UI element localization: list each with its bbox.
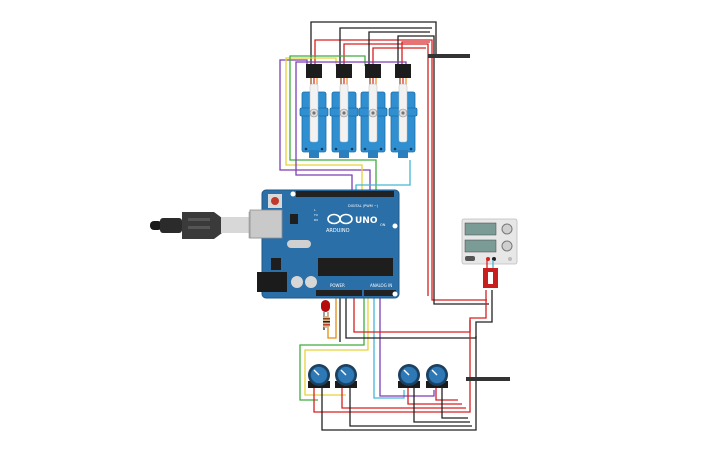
wire-pot-black-bus2 <box>349 388 472 427</box>
servo-motor-1[interactable] <box>299 64 329 158</box>
digital-header <box>296 191 394 197</box>
slide-switch[interactable] <box>483 260 498 288</box>
current-display <box>464 239 497 253</box>
analog-header <box>364 290 396 296</box>
voltage-knob[interactable] <box>501 223 513 235</box>
wire-a3 <box>379 296 435 397</box>
potentiometer-3[interactable] <box>398 364 420 388</box>
potentiometer-1[interactable] <box>308 364 330 388</box>
servo-motor-4[interactable] <box>388 64 418 158</box>
wire-servo3-signal <box>289 55 377 192</box>
capacitor-1 <box>291 276 303 288</box>
wire-pot-black-bus <box>321 336 477 431</box>
wire-a2 <box>373 296 405 399</box>
l-label: L <box>314 208 316 212</box>
wire-pot-red-bus3 <box>407 388 462 405</box>
capacitor-2 <box>305 276 317 288</box>
analog-label: ANALOG IN <box>370 283 392 288</box>
servo-motor-3[interactable] <box>358 64 388 158</box>
crystal-oscillator <box>287 240 311 248</box>
wire-servo4-black <box>397 35 489 305</box>
usb-cable[interactable] <box>150 211 266 239</box>
usb-jack <box>249 209 283 239</box>
wire-gnd-black <box>345 290 493 339</box>
wire-servo3-black <box>368 31 430 66</box>
power-label: POWER <box>330 283 345 288</box>
voltage-display <box>464 222 497 236</box>
board-model: ARDUINO <box>326 228 350 234</box>
rx-label: RX <box>314 218 318 222</box>
current-knob[interactable] <box>501 240 513 252</box>
servo-motor-2[interactable] <box>329 64 359 158</box>
wire-servo2-red <box>343 43 429 296</box>
wire-servo3-red <box>372 47 426 66</box>
atmega-chip <box>318 258 393 276</box>
potentiometer-group <box>308 364 448 388</box>
servo-group <box>299 64 418 158</box>
wire-servo2-black <box>339 27 432 66</box>
on-label: ON <box>380 223 386 227</box>
wire-servo4-signal2 <box>355 160 411 192</box>
wire-servo1-black <box>310 21 437 64</box>
bench-power-supply[interactable] <box>461 218 518 265</box>
board-brand: UNO <box>355 216 378 226</box>
potentiometer-4[interactable] <box>426 364 448 388</box>
arduino-uno-board[interactable]: UNO ARDUINO DIGITAL (PWM ~) POWER ANALOG… <box>249 189 400 299</box>
power-jack <box>257 272 287 292</box>
potentiometer-2[interactable] <box>335 364 357 388</box>
arduino-logo-icon <box>327 213 353 225</box>
wire-pot-red-bus <box>313 320 471 413</box>
wire-pot-red-bus2 <box>341 388 466 409</box>
wire-servo4-signal <box>295 61 407 192</box>
header-strip-bottom <box>466 377 510 381</box>
wire-pot-red-bus4 <box>435 388 458 401</box>
wire-servo4-red <box>401 41 430 66</box>
wire-pot-black-bus3 <box>413 388 470 423</box>
wires <box>279 21 493 431</box>
resistor[interactable] <box>323 316 330 328</box>
wire-a0 <box>299 296 365 401</box>
power-header <box>316 290 362 296</box>
wire-servo1-red <box>314 39 487 301</box>
digital-label: DIGITAL (PWM ~) <box>348 204 379 208</box>
wire-servo2-signal <box>285 57 363 192</box>
wire-pot-black-bus4 <box>441 388 468 419</box>
wire-servo1-signal <box>279 59 371 192</box>
header-strip-top <box>428 54 470 58</box>
tx-label: TX <box>313 213 318 217</box>
